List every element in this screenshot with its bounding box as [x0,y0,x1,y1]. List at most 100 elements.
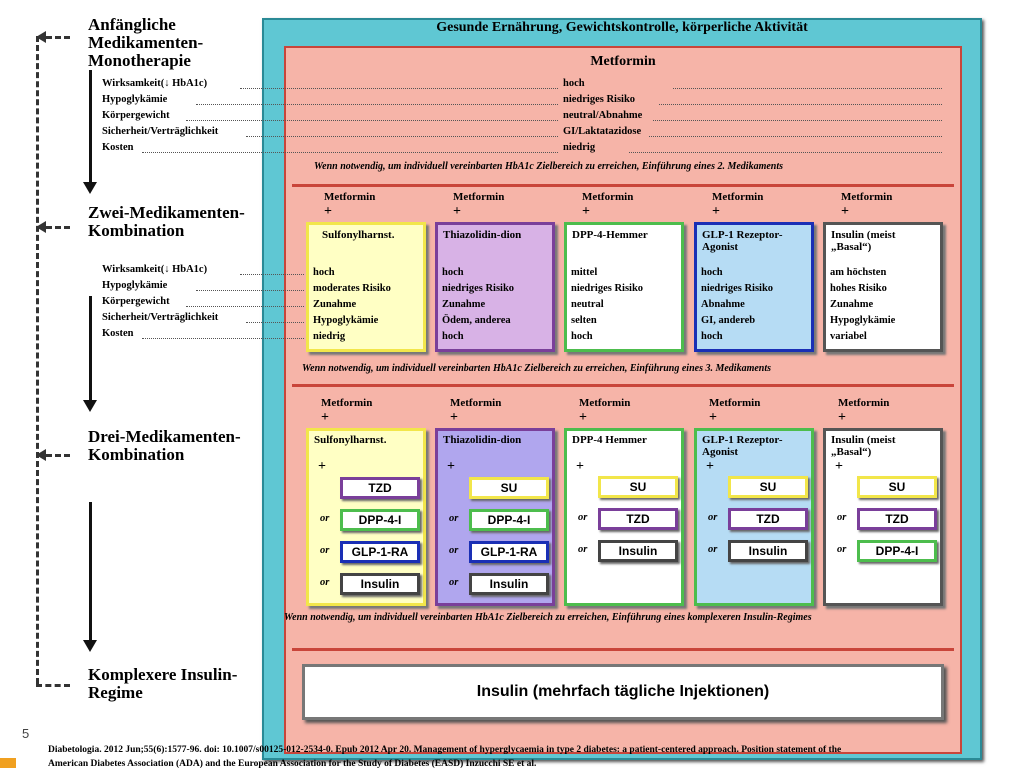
return-bracket [36,36,39,684]
step3-heading: Drei-Medikamenten-Kombination [88,427,241,464]
plus-sign: + [576,459,584,474]
mono-value: hoch [563,78,585,89]
flow-arrow-head-1 [83,182,97,194]
or-label: or [708,544,718,555]
addon-drug-pill: GLP-1-RA [469,541,549,563]
metformin-label: Metformin [838,397,890,409]
addon-drug-pill: TZD [598,508,678,530]
leader-line [653,120,942,121]
divider-2 [292,384,954,387]
attribute-label-dual: Körpergewicht [102,296,170,307]
dual-drug-value: hohes Risiko [830,283,887,294]
dual-drug-value: am höchsten [830,267,887,278]
plus-sign: + [709,410,717,425]
mono-value: neutral/Abnahme [563,110,643,121]
plus-sign: + [447,459,455,474]
leader-line [196,290,304,291]
leader-line [240,88,558,89]
note-third-drug: Wenn notwendig, um individuell vereinbar… [302,363,772,374]
dual-drug-box [435,222,555,352]
dual-drug-value: Zunahme [830,299,874,310]
or-label: or [449,545,459,556]
dual-drug-title: DPP-4-Hemmer [572,229,648,241]
addon-drug-pill: DPP-4-I [469,509,549,531]
addon-drug-pill: SU [598,476,678,498]
addon-drug-pill: DPP-4-I [340,509,420,531]
return-arrow-3 [36,449,46,461]
or-label: or [837,512,847,523]
dual-drug-title: GLP-1 Rezeptor-Agonist [702,229,783,253]
divider-1 [292,184,954,187]
plus-sign: + [841,204,849,219]
dual-drug-value: niedriges Risiko [701,283,774,294]
step4-heading: Komplexere Insulin-Regime [88,665,238,702]
addon-drug-pill: Insulin [728,540,808,562]
dual-drug-box [694,222,814,352]
return-arrow-1 [36,31,46,43]
attribute-label-dual: Sicherheit/Verträglichkeit [102,312,219,323]
or-label: or [449,577,459,588]
flow-arrow-head-3 [83,640,97,652]
dual-drug-value: hoch [442,267,464,278]
metformin-label: Metformin [579,397,631,409]
dual-drug-value: hoch [313,267,335,278]
page-number: 5 [22,726,30,741]
return-tick-4 [36,684,70,687]
dual-drug-title: Insulin (meist „Basal“) [831,229,896,253]
or-label: or [320,545,330,556]
dual-drug-value: niedrig [313,331,346,342]
addon-drug-pill: SU [469,477,549,499]
flow-arrow-line-2 [89,296,92,402]
dual-drug-value: Abnahme [701,299,745,310]
leader-line [629,152,942,153]
plus-sign: + [450,410,458,425]
return-tick-3 [46,454,70,457]
dual-drug-value: Zunahme [313,299,357,310]
lifestyle-title: Gesunde Ernährung, Gewichtskontrolle, kö… [436,20,808,35]
metformin-label: Metformin [582,191,634,203]
leader-line [246,136,558,137]
metformin-label: Metformin [324,191,376,203]
addon-drug-pill: GLP-1-RA [340,541,420,563]
addon-drug-pill: Insulin [340,573,420,595]
plus-sign: + [453,204,461,219]
metformin-label: Metformin [712,191,764,203]
plus-sign: + [712,204,720,219]
dual-drug-value: Ödem, anderea [442,315,511,326]
attribute-label-mono: Wirksamkeit(↓ HbA1c) [102,78,208,89]
insulin-multiple-injections: Insulin (mehrfach tägliche Injektionen) [302,664,944,720]
dual-drug-value: Hypoglykämie [313,315,379,326]
mono-value: GI/Laktatazidose [563,126,642,137]
metformin-label: Metformin [709,397,761,409]
dual-drug-box [564,222,684,352]
leader-line [659,104,942,105]
dual-drug-value: niedriges Risiko [571,283,644,294]
dual-drug-title: Thiazolidin-dion [443,229,522,241]
or-label: or [837,544,847,555]
addon-drug-pill: TZD [728,508,808,530]
dual-drug-box [823,222,943,352]
dual-drug-value: Hypoglykämie [830,315,896,326]
leader-line [649,136,942,137]
or-label: or [320,577,330,588]
dual-drug-value: moderates Risiko [313,283,391,294]
dual-drug-box [306,222,426,352]
leader-line [186,120,558,121]
flow-arrow-head-2 [83,400,97,412]
or-label: or [320,513,330,524]
metformin-label: Metformin [450,397,502,409]
dual-drug-title: Sulfonylharnst. [322,229,395,241]
dual-drug-value: hoch [442,331,464,342]
plus-sign: + [838,410,846,425]
leader-line [142,152,558,153]
or-label: or [708,512,718,523]
step2-heading: Zwei-Medikamenten-Kombination [88,203,245,240]
mono-value: niedriges Risiko [563,94,636,105]
triple-drug-title: Insulin (meist „Basal“) [831,434,896,458]
plus-sign: + [835,459,843,474]
attribute-label-dual: Kosten [102,328,134,339]
plus-sign: + [321,410,329,425]
addon-drug-pill: Insulin [469,573,549,595]
metformin-panel [284,46,962,754]
addon-drug-pill: TZD [857,508,937,530]
